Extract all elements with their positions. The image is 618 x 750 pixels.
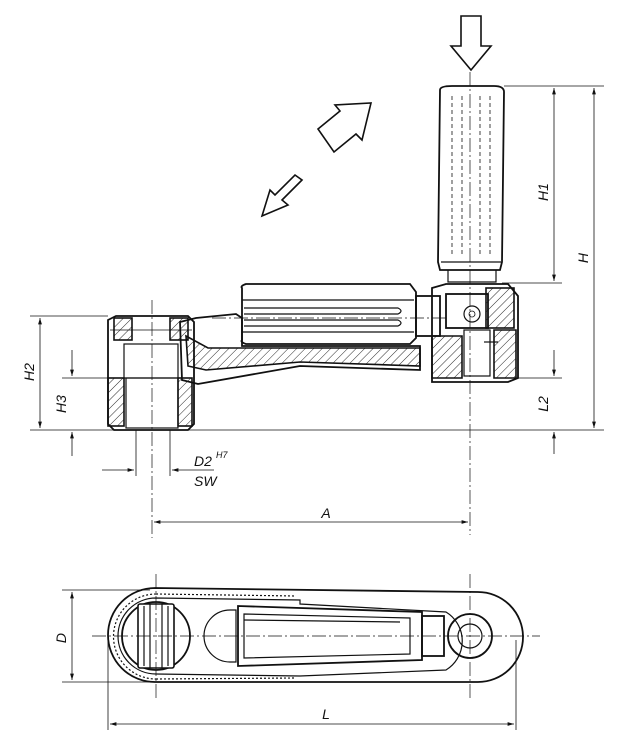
swing-up-arrow-icon [316, 102, 373, 154]
label-A: A [320, 505, 330, 521]
dimension-L2: L2 [535, 350, 556, 454]
dimension-H2: H2 [21, 318, 42, 428]
dimension-H1: H1 [535, 88, 556, 281]
dimension-H3: H3 [53, 350, 74, 456]
label-D2-tolerance: H7 [216, 450, 228, 460]
push-down-arrow-icon [449, 15, 493, 72]
label-H2: H2 [21, 363, 37, 381]
swing-down-arrow-icon [260, 173, 304, 218]
dimension-H: H [575, 88, 596, 428]
label-D2: D2 [194, 453, 212, 469]
dimension-D2-SW: D2 H7 SW [102, 430, 228, 489]
horizontal-grip [240, 283, 441, 345]
top-view [92, 574, 540, 698]
crank-arm [179, 313, 421, 385]
label-SW: SW [194, 473, 218, 489]
label-D: D [53, 633, 69, 643]
dimension-D: D [53, 589, 150, 683]
dimension-A: A [154, 505, 468, 524]
side-view [30, 72, 604, 538]
label-H1: H1 [535, 183, 551, 201]
crank-hub [431, 283, 519, 383]
label-L: L [322, 706, 330, 722]
motion-arrows [260, 15, 493, 218]
vertical-grip [437, 85, 505, 283]
label-H: H [575, 252, 591, 263]
label-L2: L2 [535, 396, 551, 412]
label-H3: H3 [53, 395, 69, 413]
dimension-L: L [107, 640, 517, 730]
